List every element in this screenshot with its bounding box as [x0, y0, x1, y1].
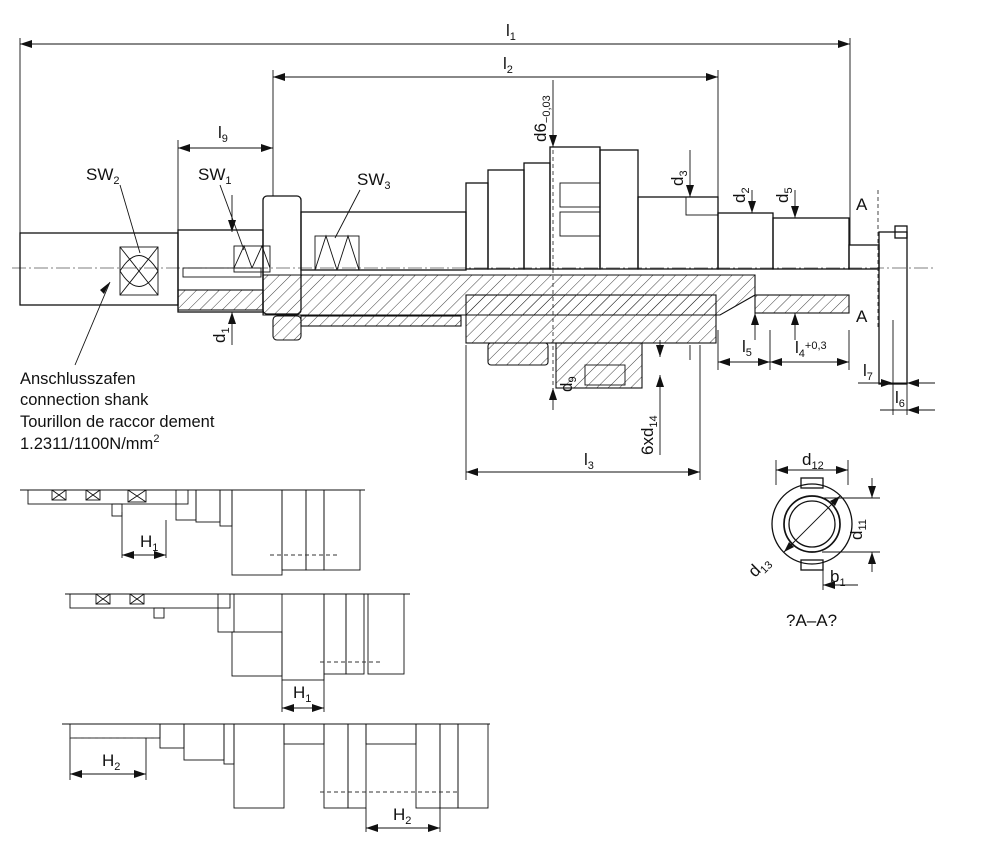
note-line-2: connection shank	[20, 391, 149, 409]
label-sw2: SW2	[86, 165, 120, 187]
nut-2	[487, 169, 525, 270]
label-d13: d13	[744, 552, 775, 583]
dimension-lines	[19, 38, 935, 480]
head-flange	[599, 149, 639, 270]
section-mark-top: A	[856, 195, 868, 214]
label-d14: 6xd14	[638, 415, 660, 455]
assembly-sketch-1: H1	[20, 489, 365, 576]
label-l7: l7	[863, 361, 873, 383]
label-d2: d2	[730, 187, 752, 203]
section-mark-bottom: A	[856, 307, 868, 326]
spindle	[637, 196, 719, 270]
label-l3: l3	[584, 450, 594, 472]
label-d3: d3	[668, 170, 690, 186]
label-d9: d9	[557, 376, 579, 392]
label-d12: d12	[802, 450, 824, 472]
main-assembly	[12, 146, 935, 389]
label-h1-a: H1	[140, 532, 158, 554]
label-d1: d1	[210, 327, 232, 343]
dimension-labels: l1 l2 l9 SW2 SW1 SW3 d6−0,03 d3 d2 d5 d1…	[86, 21, 905, 472]
label-l1: l1	[506, 21, 516, 43]
nut-3	[523, 162, 551, 270]
section-view-a-a: d12 d11 d13 b1 ?A–A?	[744, 450, 880, 630]
label-sw1: SW1	[198, 165, 232, 187]
collar	[465, 182, 489, 270]
label-l6: l6	[895, 388, 905, 410]
label-h2-b: H2	[393, 805, 411, 827]
label-sw3: SW3	[357, 170, 391, 192]
body-upper	[300, 211, 467, 271]
section-label: ?A–A?	[786, 611, 837, 630]
label-l9: l9	[218, 123, 228, 145]
label-h1-b: H1	[293, 683, 311, 705]
note-line-3: Tourillon de raccor dement	[20, 413, 215, 431]
assembly-sketch-3: H2 H2	[62, 723, 490, 832]
material-note: Anschlusszafen connection shank Tourillo…	[20, 370, 215, 453]
head-block	[549, 146, 601, 270]
label-l4: l4+0,3	[795, 338, 827, 360]
note-line-1: Anschlusszafen	[20, 370, 136, 388]
label-d11: d11	[847, 519, 869, 540]
shaft-end-2	[772, 217, 850, 270]
sw3-flat	[314, 235, 360, 271]
assembly-sketch-2: H1	[65, 593, 410, 712]
label-l5: l5	[742, 337, 752, 359]
label-d6: d6−0,03	[531, 95, 553, 142]
label-d5: d5	[773, 187, 795, 203]
label-h2-a: H2	[102, 751, 120, 773]
sw1-flat	[233, 245, 271, 273]
label-l2: l2	[503, 54, 513, 76]
label-b1: b1	[830, 567, 846, 589]
d9-insert	[555, 342, 643, 389]
shaft-end-1	[717, 212, 774, 270]
note-line-4: 1.2311/1100N/mm2	[20, 433, 159, 453]
connection-shank	[19, 232, 179, 306]
